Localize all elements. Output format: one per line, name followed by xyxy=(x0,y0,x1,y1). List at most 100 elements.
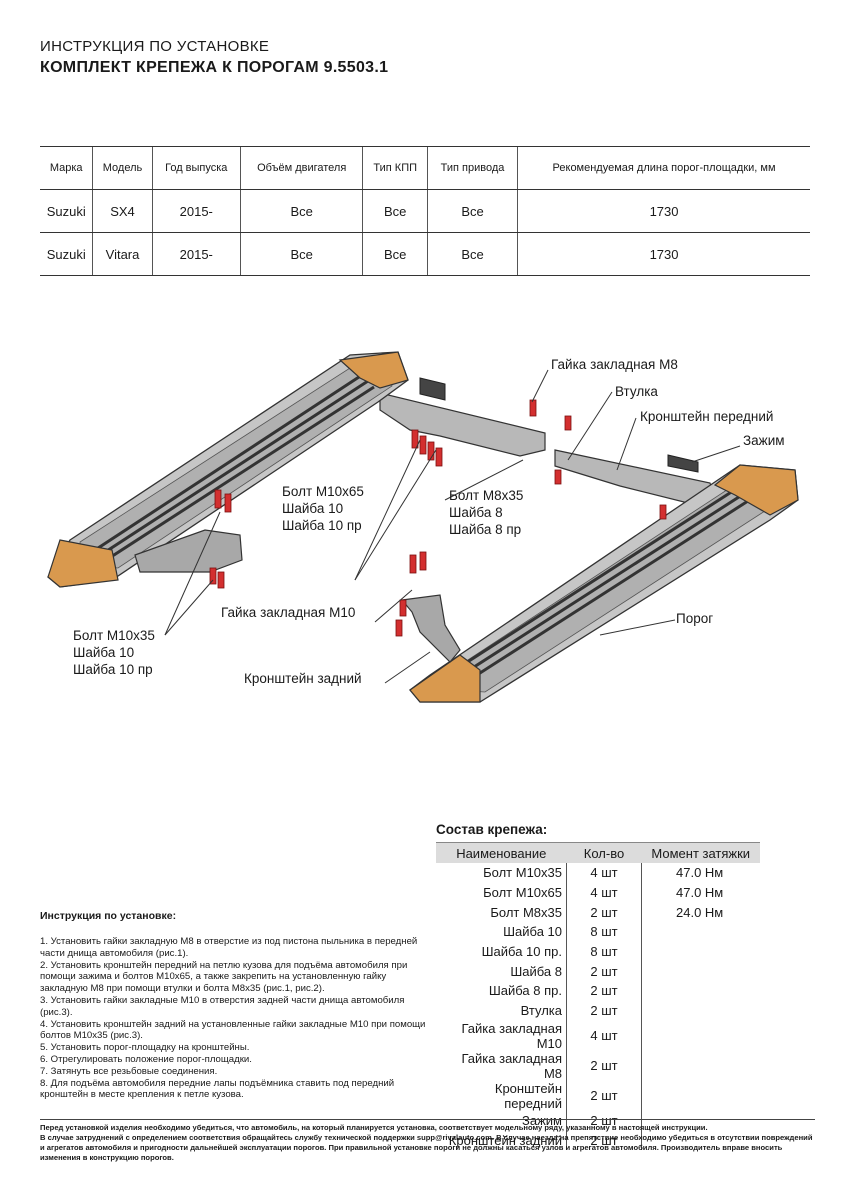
footer-note-line: В случае затруднений с определением соот… xyxy=(40,1133,813,1162)
part-name: Шайба 8 xyxy=(436,961,567,982)
fasteners xyxy=(209,399,667,637)
rear-bracket-right xyxy=(400,594,461,663)
part-torque: 24.0 Нм xyxy=(676,904,724,920)
part-name: Втулка xyxy=(436,1000,567,1021)
label-bolt-m8x35: Болт М8х35 Шайба 8 Шайба 8 пр xyxy=(449,487,523,538)
part-qty: 2 шт xyxy=(566,1110,642,1131)
instructions-title: Инструкция по установке: xyxy=(40,910,177,922)
cell-year: 2015- xyxy=(151,189,241,233)
models-table: Марка Модель Год выпуска Объём двигателя… xyxy=(40,146,810,276)
part-qty: 2 шт xyxy=(566,1000,642,1021)
label-gaika-m8: Гайка закладная М8 xyxy=(551,357,678,372)
label-bolt-m10x65: Болт М10х65 Шайба 10 Шайба 10 пр xyxy=(282,483,364,534)
cell-length: 1730 xyxy=(517,232,810,276)
cell-marka: Suzuki xyxy=(40,232,93,276)
part-name: Кронштейн передний xyxy=(436,1080,567,1111)
part-qty: 2 шт xyxy=(566,1080,642,1111)
instruction-step: 1. Установить гайки закладную М8 в отвер… xyxy=(40,936,418,959)
footer-note: Перед установкой изделия необходимо убед… xyxy=(40,1119,815,1163)
part-torque xyxy=(642,1001,761,1021)
instruction-step: 6. Отрегулировать положение порог-площад… xyxy=(40,1053,252,1065)
part-torque xyxy=(642,922,761,942)
instruction-step: 2. Установить кронштейн передний на петл… xyxy=(40,959,408,995)
part-torque xyxy=(642,961,761,981)
label-kronshtein-peredniy: Кронштейн передний xyxy=(640,409,774,424)
part-name: Болт М10х65 xyxy=(436,882,567,903)
instruction-step: 7. Затянуть все резьбовые соединения. xyxy=(40,1065,218,1077)
cell-model: Vitara xyxy=(92,232,153,276)
models-table-header: Марка Модель Год выпуска Объём двигателя… xyxy=(40,146,810,190)
part-name: Болт М8х35 xyxy=(436,902,567,923)
cell-model: SX4 xyxy=(92,189,153,233)
footer-note-line: Перед установкой изделия необходимо убед… xyxy=(40,1123,708,1132)
table-row: Шайба 10 пр.8 шт xyxy=(436,941,761,962)
col-qty: Кол-во xyxy=(566,842,642,863)
part-qty: 2 шт xyxy=(566,961,642,982)
part-torque xyxy=(642,1081,761,1111)
instruction-step: 4. Установить кронштейн задний на устано… xyxy=(40,1018,426,1042)
part-torque: 47.0 Нм xyxy=(676,885,724,901)
part-qty: 8 шт xyxy=(566,941,642,962)
part-qty: 2 шт xyxy=(566,1130,642,1150)
label-kronshtein-zadniy: Кронштейн задний xyxy=(244,671,362,686)
front-bracket-left xyxy=(379,377,546,457)
part-name: Гайка закладная М8 xyxy=(436,1050,567,1081)
cell-drive: Все xyxy=(426,189,518,233)
step-left xyxy=(47,351,409,588)
instruction-step: 3. Установить гайки закладные М10 в отве… xyxy=(40,994,405,1018)
label-line: Шайба 8 xyxy=(449,505,503,520)
cell-year: 2015- xyxy=(151,232,241,276)
installation-diagram xyxy=(47,351,799,703)
part-name: Зажим xyxy=(436,1110,567,1131)
col-year: Год выпуска xyxy=(151,146,241,190)
label-line: Шайба 10 пр xyxy=(73,662,153,677)
cell-gearbox: Все xyxy=(362,189,428,233)
label-bolt-m10x35: Болт М10х35 Шайба 10 Шайба 10 пр xyxy=(73,627,155,678)
part-qty: 4 шт xyxy=(566,863,642,883)
cell-length: 1730 xyxy=(517,189,810,233)
col-engine: Объём двигателя xyxy=(239,146,363,190)
part-qty: 2 шт xyxy=(566,981,642,1001)
cell-drive: Все xyxy=(426,232,518,276)
cell-marka: Suzuki xyxy=(40,189,93,233)
rear-bracket-left xyxy=(134,529,243,573)
part-torque xyxy=(642,1021,761,1051)
part-qty: 4 шт xyxy=(566,1020,642,1051)
leader-lines xyxy=(164,369,741,684)
instructions-list: 1. Установить гайки закладную М8 в отвер… xyxy=(40,936,430,1101)
part-name: Гайка закладная М10 xyxy=(436,1020,567,1051)
cell-engine: Все xyxy=(239,189,363,233)
part-qty: 8 шт xyxy=(566,922,642,942)
table-row: Suzuki SX4 2015- Все Все Все 1730 xyxy=(40,189,810,233)
part-name: Болт М10х35 xyxy=(436,863,567,883)
doc-subtitle: КОМПЛЕКТ КРЕПЕЖА К ПОРОГАМ 9.5503.1 xyxy=(40,59,389,76)
part-qty: 2 шт xyxy=(566,902,642,923)
label-line: Болт М10х35 xyxy=(73,628,155,643)
label-line: Болт М8х35 xyxy=(449,488,524,503)
label-zazhim: Зажим xyxy=(743,433,785,448)
part-torque xyxy=(642,981,761,1001)
doc-title: ИНСТРУКЦИЯ ПО УСТАНОВКЕ xyxy=(40,38,270,55)
instruction-step: 8. Для подъёма автомобиля передние лапы … xyxy=(40,1077,395,1101)
col-drive: Тип привода xyxy=(426,146,518,190)
part-qty: 2 шт xyxy=(566,1050,642,1081)
part-torque xyxy=(642,942,761,962)
part-name: Кронштейн задний xyxy=(436,1130,567,1150)
col-model: Модель xyxy=(92,146,153,190)
parts-table-header: Наименование Кол-во Момент затяжки xyxy=(436,842,760,863)
part-qty: 4 шт xyxy=(566,882,642,903)
part-torque: 47.0 Нм xyxy=(676,865,724,881)
part-name: Шайба 10 xyxy=(436,922,567,942)
label-line: Болт М10х65 xyxy=(282,484,364,499)
col-name: Наименование xyxy=(436,842,567,863)
label-line: Шайба 10 пр xyxy=(282,518,362,533)
